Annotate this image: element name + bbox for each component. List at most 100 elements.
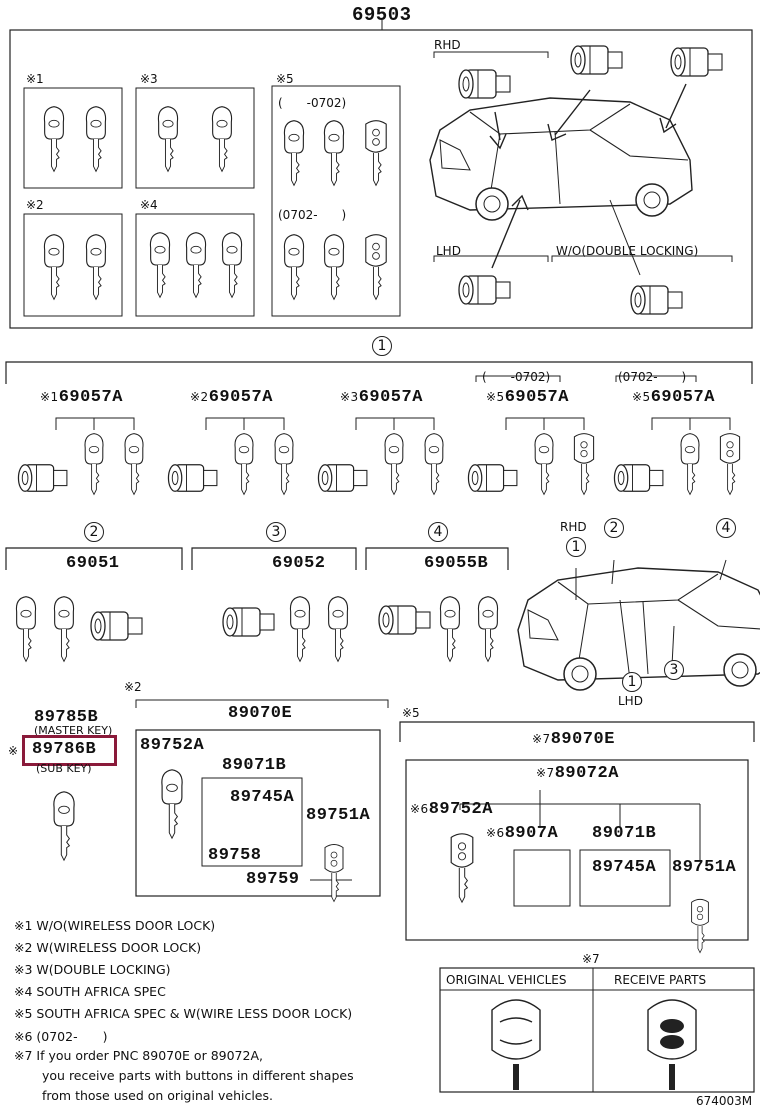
kit2-part-89745a[interactable]: 89745A	[230, 788, 295, 807]
kit2-part-89758[interactable]: 89758	[208, 846, 262, 865]
lock-cylinder-drawing	[90, 611, 143, 641]
lock-cylinder-drawing	[467, 464, 518, 492]
key-drawing	[274, 433, 294, 495]
master-key-label: (MASTER KEY)	[34, 724, 113, 737]
callout-circle-1: 1	[372, 336, 392, 356]
key-drawing	[327, 596, 349, 662]
callout-circle-3: 3	[266, 522, 286, 542]
key-drawing	[439, 596, 461, 662]
key-drawing	[161, 769, 183, 839]
kit5-sub-part[interactable]: ※789072A	[536, 764, 619, 783]
lock-cylinder-drawing	[317, 464, 368, 492]
group-label-1: ※1	[26, 72, 44, 86]
key-drawing	[124, 433, 144, 495]
remote-key-drawing	[450, 833, 474, 903]
kit5-main-part[interactable]: ※789070E	[532, 730, 615, 749]
compare-col-receive: RECEIVE PARTS	[614, 973, 707, 987]
sub-key-label: (SUB KEY)	[36, 762, 92, 775]
remote-key-drawing	[365, 120, 387, 186]
key-drawing	[15, 596, 37, 662]
sec1-range-late: (0702- )	[618, 370, 687, 384]
lhd-label: LHD	[436, 244, 461, 258]
key-drawing	[283, 120, 305, 186]
key-drawing	[283, 234, 305, 300]
key-drawing	[323, 120, 345, 186]
lock-cylinder-drawing	[222, 607, 275, 637]
kit2-main-part[interactable]: 89070E	[228, 704, 293, 723]
key-drawing	[424, 433, 444, 495]
car-callout-2: 2	[604, 518, 624, 538]
kit2-part-89751a[interactable]: 89751A	[306, 806, 371, 825]
leader-line	[505, 417, 585, 430]
key-drawing	[43, 106, 65, 172]
lock-cylinder-drawing	[378, 605, 431, 635]
remote-key-drawing	[365, 234, 387, 300]
sec2-part-1[interactable]: 69051	[66, 554, 120, 573]
sec2-rhd-label: RHD	[560, 520, 587, 534]
key-drawing	[53, 791, 75, 861]
key-drawing	[323, 234, 345, 300]
kit2-part-89071b[interactable]: 89071B	[222, 756, 287, 775]
sec1-part-5[interactable]: ※569057A	[632, 388, 715, 407]
key-drawing	[157, 106, 179, 172]
remote-key-drawing	[324, 844, 344, 902]
highlight-box	[22, 735, 117, 766]
lock-cylinder-drawing	[167, 464, 218, 492]
note-2: ※2 W(WIRELESS DOOR LOCK)	[14, 940, 202, 955]
key-drawing	[221, 232, 243, 298]
note-7-line2: you receive parts with buttons in differ…	[42, 1068, 354, 1083]
key-drawing	[534, 433, 554, 495]
key-drawing	[53, 596, 75, 662]
master-key-part[interactable]: 89785B	[34, 708, 99, 727]
leader-line	[55, 417, 135, 430]
sec1-part-4[interactable]: ※569057A	[486, 388, 569, 407]
kit5-part-8907a[interactable]: ※68907A	[486, 824, 559, 843]
assembly-part-number[interactable]: 69503	[352, 4, 412, 26]
sec1-part-2[interactable]: ※269057A	[190, 388, 273, 407]
sec1-range-early: ( -0702)	[482, 370, 551, 384]
compare-mark: ※7	[582, 952, 600, 966]
kit2-part-89752a[interactable]: 89752A	[140, 736, 205, 755]
lock-cylinder-drawing	[613, 464, 664, 492]
sub-key-mark: ※	[8, 744, 19, 758]
group-label-4: ※4	[140, 198, 158, 212]
rhd-label: RHD	[434, 38, 461, 52]
note-1: ※1 W/O(WIRELESS DOOR LOCK)	[14, 918, 216, 933]
key-drawing	[84, 433, 104, 495]
range-early-label: ( -0702)	[278, 96, 347, 110]
group-label-3: ※3	[140, 72, 158, 86]
remote-key-drawing	[691, 898, 709, 954]
kit2-part-89759[interactable]: 89759	[246, 870, 300, 889]
kit5-mark: ※5	[402, 706, 420, 720]
note-5: ※5 SOUTH AFRICA SPEC & W(WIRE LESS DOOR …	[14, 1006, 353, 1021]
kit5-part-89751a[interactable]: 89751A	[672, 858, 737, 877]
kit5-part-89752a[interactable]: ※689752A	[410, 800, 493, 819]
compare-col-original: ORIGINAL VEHICLES	[446, 973, 567, 987]
note-3: ※3 W(DOUBLE LOCKING)	[14, 962, 171, 977]
key-drawing	[384, 433, 404, 495]
sec1-part-3[interactable]: ※369057A	[340, 388, 423, 407]
note-6: ※6 (0702- )	[14, 1029, 108, 1044]
car-callout-4: 4	[716, 518, 736, 538]
sub-key-part[interactable]: 89786B	[32, 740, 97, 759]
key-drawing	[43, 234, 65, 300]
double-locking-label: W/O(DOUBLE LOCKING)	[556, 244, 699, 258]
sec2-part-2[interactable]: 69052	[272, 554, 326, 573]
leader-line	[651, 417, 731, 430]
kit5-part-89071b[interactable]: 89071B	[592, 824, 657, 843]
callout-circle-2: 2	[84, 522, 104, 542]
kit5-part-89745a[interactable]: 89745A	[592, 858, 657, 877]
key-drawing	[477, 596, 499, 662]
group-label-2: ※2	[26, 198, 44, 212]
key-drawing	[185, 232, 207, 298]
note-7-line3: from those used on original vehicles.	[42, 1088, 273, 1103]
sec1-part-1[interactable]: ※169057A	[40, 388, 123, 407]
lock-cylinder-drawing	[17, 464, 68, 492]
car-callout-3: 3	[664, 660, 684, 680]
key-drawing	[680, 433, 700, 495]
note-7: ※7 If you order PNC 89070E or 89072A,	[14, 1048, 263, 1063]
leader-line	[355, 417, 435, 430]
range-late-label: (0702- )	[278, 208, 347, 222]
remote-key-drawing	[573, 433, 595, 495]
sec2-part-3[interactable]: 69055B	[424, 554, 489, 573]
